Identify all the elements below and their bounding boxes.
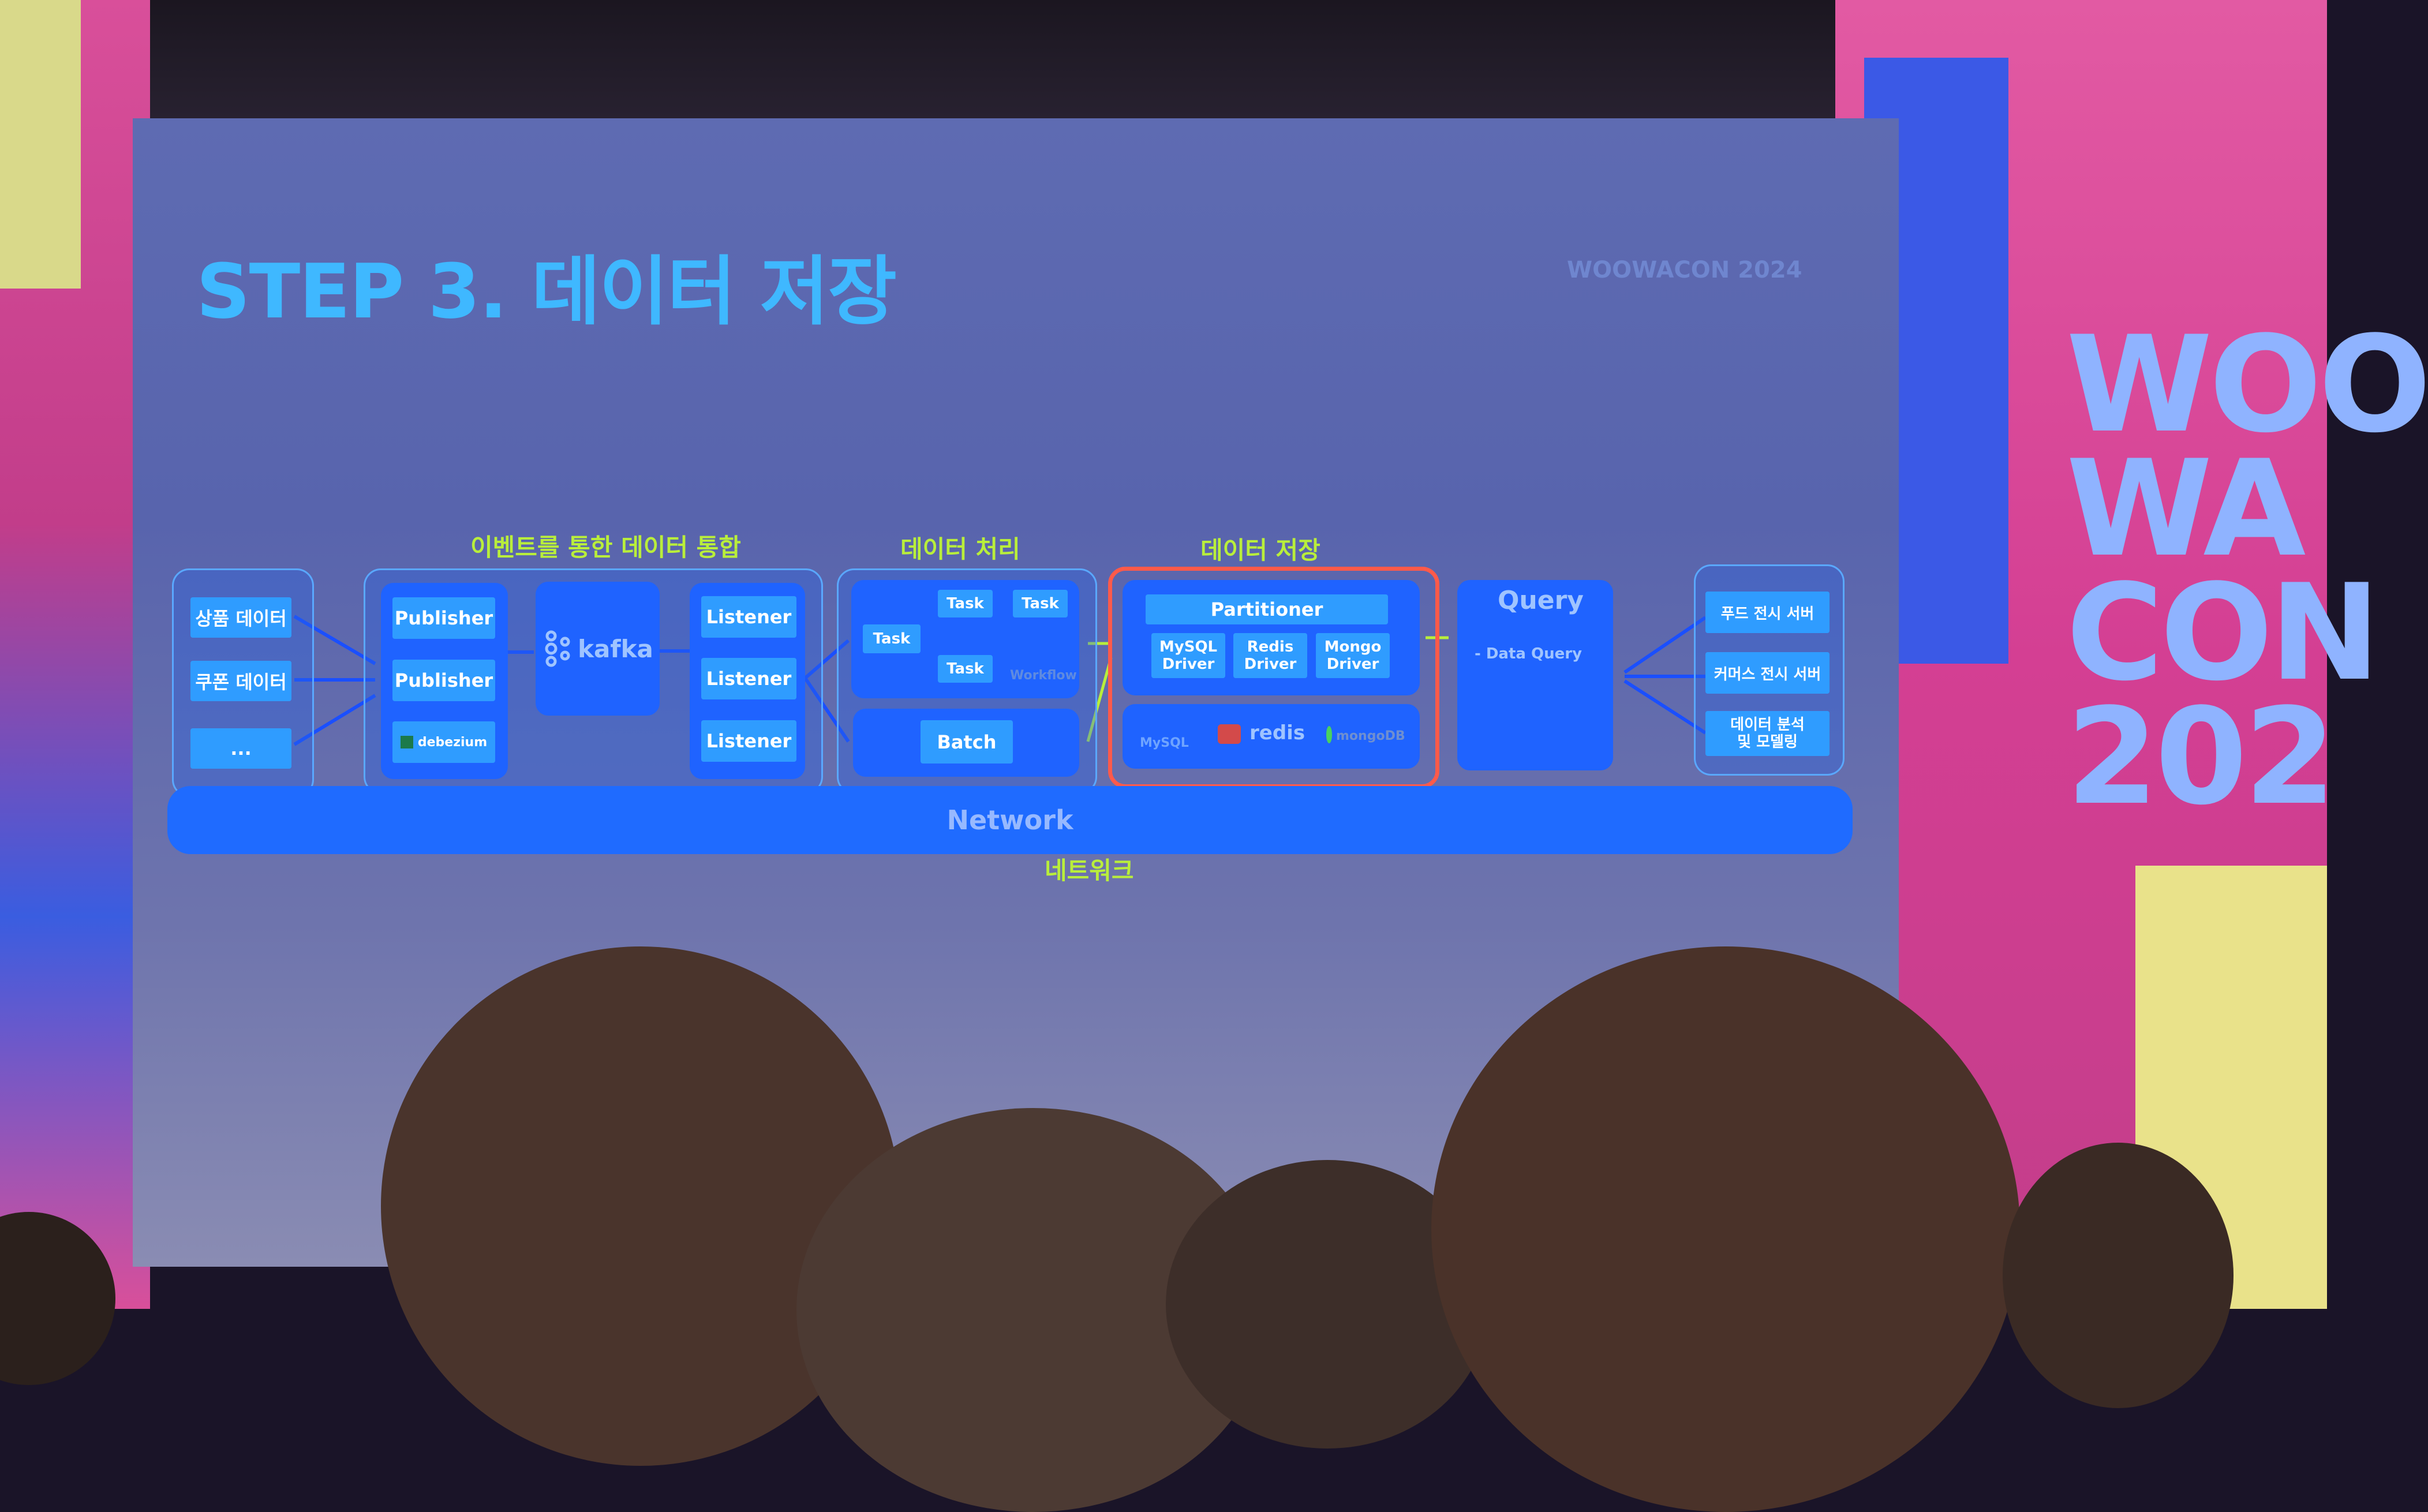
consumer-commerce-server: 커머스 전시 서버 [1705,652,1830,694]
partitioner: Partitioner [1146,594,1388,624]
stage-left-accent [0,0,81,289]
connector-source1 [293,615,376,665]
network-bar: Network [167,786,1853,854]
publisher-1: Publisher [392,597,495,639]
publisher-debezium-label: debezium [417,735,488,750]
task-lower: Task [938,655,993,683]
redis-logo: redis [1249,721,1305,744]
mongodb-logo: mongoDB [1336,729,1405,743]
network-caption: 네트워크 [1045,856,1134,885]
debezium-icon [400,736,413,748]
stage-sign: WOO WA CON 202 [2066,308,2428,834]
listener-3: Listener [701,720,796,762]
connector-listener-batch [803,677,850,743]
source-product-data: 상품 데이터 [190,597,291,638]
listener-1: Listener [701,596,796,638]
source-more: ... [190,728,291,769]
mongo-driver: Mongo Driver [1316,633,1390,678]
mysql-logo: MySQL [1140,736,1189,750]
query-item: - Data Query [1475,645,1582,663]
consumer-food-server: 푸드 전시 서버 [1705,592,1830,633]
redis-icon [1218,724,1241,744]
database-node [1123,704,1420,769]
source-coupon-data: 쿠폰 데이터 [190,661,291,701]
publisher-debezium: debezium [392,721,495,763]
kafka-label: kafka [578,634,653,663]
section-label-storage: 데이터 저장 [1200,536,1320,564]
query-node [1457,580,1613,770]
section-label-integration: 이벤트를 통한 데이터 통합 [470,533,741,562]
slide-title: STEP 3. 데이터 저장 [196,248,897,335]
arrow-batch-storage [1086,657,1113,742]
brand-mark: WOOWACON 2024 [1567,257,1802,283]
publisher-2: Publisher [392,660,495,701]
kafka-icon [545,630,570,667]
connector-consumer1 [1623,616,1707,674]
section-label-processing: 데이터 처리 [900,535,1020,563]
audience-head [2003,1143,2234,1408]
connector-listener-task [804,639,850,680]
task-upper-right: Task [1013,590,1068,617]
listener-2: Listener [701,658,796,699]
batch-task: Batch [921,720,1013,764]
kafka-broker: kafka [536,582,660,716]
audience-head [1431,946,2020,1512]
redis-driver: Redis Driver [1233,633,1307,678]
task-root: Task [863,624,921,653]
task-upper: Task [938,590,993,617]
connector-source3 [293,694,376,746]
mysql-driver: MySQL Driver [1151,633,1225,678]
consumer-data-analysis: 데이터 분석 및 모델링 [1705,711,1830,756]
workflow-label: Workflow [1010,668,1077,683]
query-title: Query [1498,586,1584,615]
connector-consumer3 [1623,679,1707,735]
mongodb-icon [1326,726,1332,743]
